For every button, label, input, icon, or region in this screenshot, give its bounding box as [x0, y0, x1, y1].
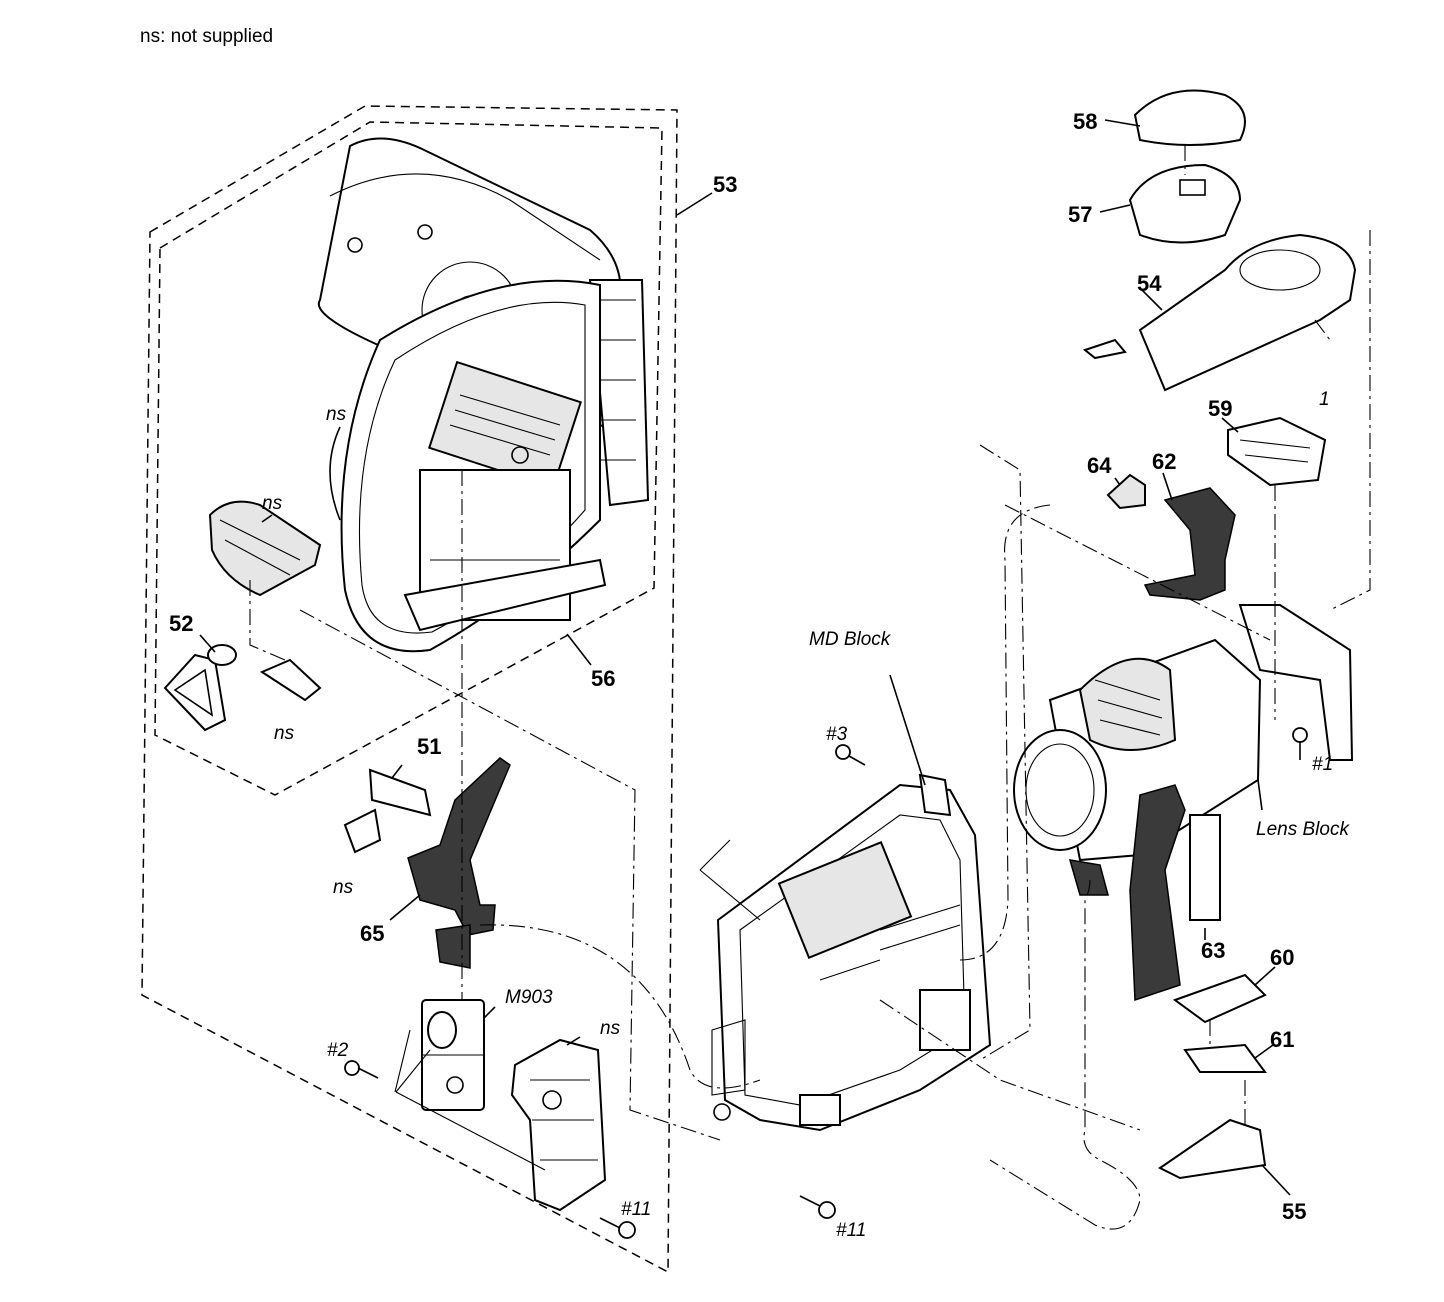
part-61: [1183, 1043, 1267, 1073]
label-62: 62: [1152, 449, 1176, 474]
part-52: [163, 644, 237, 732]
lens-block-label: Lens Block: [1256, 819, 1350, 840]
part-59: [1227, 416, 1327, 487]
label-54: 54: [1137, 271, 1162, 296]
lens-block: [1013, 604, 1354, 862]
md-block-label: MD Block: [809, 629, 892, 650]
flex-cable-62: [1143, 487, 1236, 601]
label-51: 51: [417, 734, 441, 759]
screw-11-label-bottom: #11: [836, 1220, 866, 1241]
part-63: [1068, 784, 1221, 1002]
label-56: 56: [591, 666, 615, 691]
leader-lines: [199, 119, 1291, 1196]
ns-label-mechanism: ns: [600, 1018, 621, 1039]
part-57: [1128, 163, 1242, 244]
screw-11-bottom: [799, 1195, 836, 1219]
screw-11-left: [599, 1217, 636, 1239]
part-54: [1082, 233, 1357, 392]
label-65: 65: [360, 921, 384, 946]
part-51: [343, 768, 432, 854]
ns-part-lever: [208, 500, 322, 597]
main-chassis: [711, 773, 992, 1132]
screw-2-label: #2: [327, 1040, 349, 1061]
label-57: 57: [1068, 202, 1092, 227]
screw-2: [344, 1060, 379, 1079]
label-53: 53: [713, 172, 737, 197]
ns-spring: [259, 658, 322, 702]
part-64: [1106, 473, 1146, 510]
screw-1: [1292, 727, 1308, 760]
legend-text: ns: not supplied: [140, 26, 273, 47]
alignment-lines: [249, 145, 1371, 1230]
annotations: ns ns ns ns ns M903 MD Block Lens Block …: [262, 389, 1350, 1241]
label-64: 64: [1087, 453, 1112, 478]
label-63: 63: [1201, 938, 1225, 963]
label-58: 58: [1073, 109, 1097, 134]
part-58: [1133, 89, 1246, 146]
label-61: 61: [1270, 1027, 1294, 1052]
part-number-labels: 53 56 58 57 54 59 64 62 52 51 65 63 60 6…: [169, 109, 1306, 1224]
ns-label-lever: ns: [262, 493, 283, 514]
m903-label: M903: [505, 987, 553, 1008]
mark-1-label: 1: [1319, 389, 1330, 410]
ns-label-spring: ns: [274, 723, 295, 744]
label-55: 55: [1282, 1199, 1306, 1224]
part-55: [1158, 1118, 1267, 1180]
screw-3-label: #3: [826, 724, 848, 745]
label-52: 52: [169, 611, 193, 636]
part-60: [1172, 973, 1267, 1024]
assembly-53-boundary: [141, 105, 678, 1274]
motor-m903: [421, 999, 485, 1111]
screw-3: [835, 744, 866, 766]
label-60: 60: [1270, 945, 1294, 970]
md-mechanism-deck: [317, 137, 650, 653]
screw-11-label-left: #11: [621, 1199, 651, 1220]
ns-label-deck: ns: [326, 404, 347, 425]
ns-mechanism-assy: [510, 1038, 607, 1212]
screw-1-label: #1: [1312, 754, 1333, 775]
ns-label-clip: ns: [333, 877, 354, 898]
label-59: 59: [1208, 396, 1232, 421]
